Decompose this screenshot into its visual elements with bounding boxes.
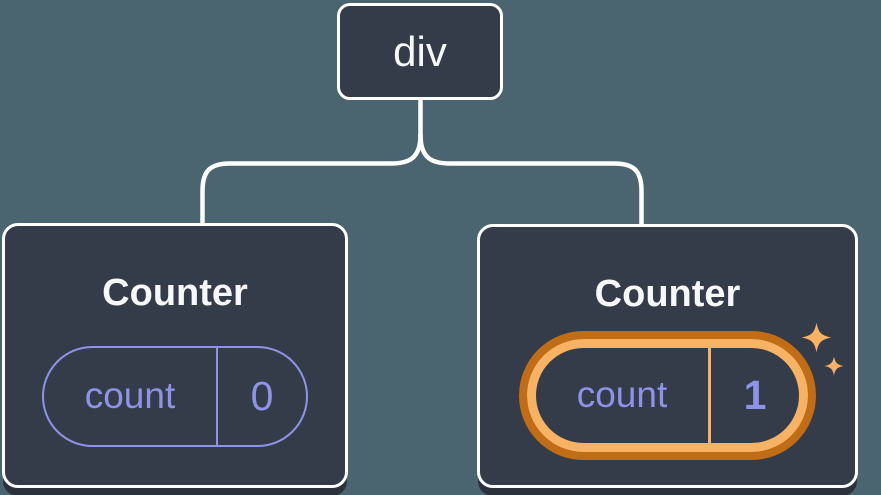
root-node: div xyxy=(337,3,503,100)
root-node-label: div xyxy=(393,27,447,75)
connector-right-branch xyxy=(418,132,644,229)
state-value-cell: 1 xyxy=(711,348,799,443)
state-key-label: count xyxy=(84,375,176,417)
sparkles-icon xyxy=(824,356,844,376)
state-key-cell: count xyxy=(536,347,711,443)
state-value: 1 xyxy=(743,371,767,418)
counter-card-right: Counter count 1 xyxy=(477,224,858,488)
state-pill-highlight-ring: count 1 xyxy=(519,330,816,460)
sparkles-icon xyxy=(801,322,832,353)
state-pill: count 0 xyxy=(42,345,308,447)
counter-title: Counter xyxy=(102,272,248,314)
state-pill: count 1 xyxy=(527,338,808,452)
state-value: 0 xyxy=(250,372,274,419)
state-key-cell: count xyxy=(44,347,218,445)
counter-title: Counter xyxy=(594,273,741,315)
state-key-label: count xyxy=(576,374,668,416)
state-value-cell: 0 xyxy=(218,348,306,445)
connector-left-branch xyxy=(200,132,423,229)
counter-card-left: Counter count 0 xyxy=(2,223,348,488)
